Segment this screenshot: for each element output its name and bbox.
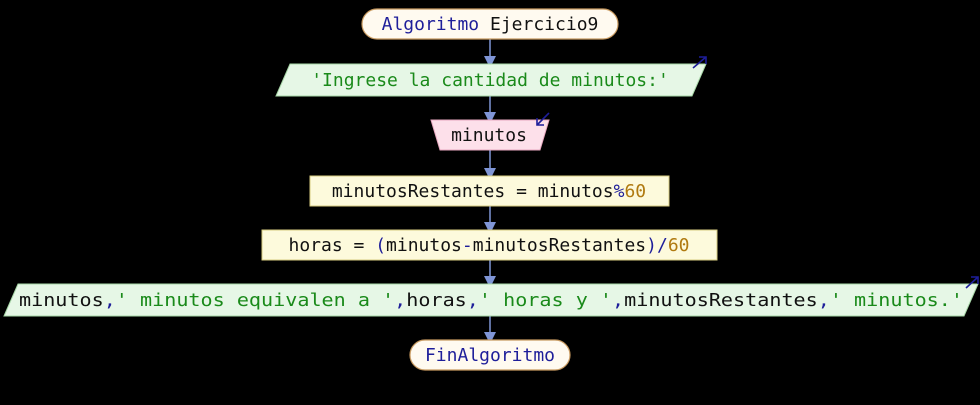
output2-comma: , [104, 290, 116, 311]
process-block-hours[interactable]: horas = (minutos-minutosRestantes)/60 [261, 229, 718, 261]
process2-number: 60 [668, 235, 690, 256]
output2-string-3: ' minutos.' [830, 290, 963, 311]
start-terminal[interactable]: Algoritmo Ejercicio9 [361, 8, 619, 40]
process2-minus: - [462, 235, 473, 256]
process1-text: minutosRestantes = minutos%60 [332, 181, 646, 202]
output-block-prompt[interactable]: 'Ingrese la cantidad de minutos:' [275, 56, 707, 97]
process2-minutos: minutos [386, 235, 462, 256]
process2-paren-close: ) [646, 235, 657, 256]
output2-string-2: ' horas y ' [479, 290, 612, 311]
output2-minutos: minutos [19, 290, 104, 311]
process1-lhs: minutosRestantes = minutos [332, 181, 614, 202]
process-block-remainder[interactable]: minutosRestantes = minutos%60 [309, 175, 670, 207]
output-prompt-text: 'Ingrese la cantidad de minutos:' [311, 70, 669, 91]
finalgoritmo-keyword: FinAlgoritmo [425, 345, 555, 366]
input-block-minutos[interactable]: minutos [430, 112, 550, 151]
output2-string-1: ' minutos equivalen a ' [116, 290, 394, 311]
output-block-result[interactable]: minutos,' minutos equivalen a ',horas,' … [3, 276, 979, 317]
process2-text: horas = (minutos-minutosRestantes)/60 [288, 235, 689, 256]
algoritmo-keyword: Algoritmo [382, 14, 480, 35]
input-variable: minutos [451, 125, 527, 146]
start-label: Algoritmo Ejercicio9 [382, 14, 599, 35]
prompt-string: 'Ingrese la cantidad de minutos:' [311, 70, 669, 91]
output-result-text: minutos,' minutos equivalen a ',horas,' … [19, 290, 963, 311]
output2-horas: horas [406, 290, 467, 311]
output-arrow-icon [692, 56, 707, 69]
algorithm-name: Ejercicio9 [479, 14, 598, 35]
process2-minutosrestantes: minutosRestantes [473, 235, 646, 256]
input-arrow-icon [536, 112, 550, 126]
process1-operator: % [614, 181, 625, 202]
output2-comma: , [612, 290, 624, 311]
end-terminal[interactable]: FinAlgoritmo [409, 339, 571, 371]
end-label: FinAlgoritmo [425, 345, 555, 366]
output2-comma: , [818, 290, 830, 311]
output2-comma: , [394, 290, 406, 311]
process1-number: 60 [624, 181, 646, 202]
output2-comma: , [467, 290, 479, 311]
process2-operator: / [657, 235, 668, 256]
input-variable-text: minutos [451, 125, 527, 146]
process2-paren-open: ( [375, 235, 386, 256]
output2-minutosrestantes: minutosRestantes [624, 290, 818, 311]
process2-lhs: horas = [288, 235, 375, 256]
output-arrow-icon [965, 276, 979, 289]
